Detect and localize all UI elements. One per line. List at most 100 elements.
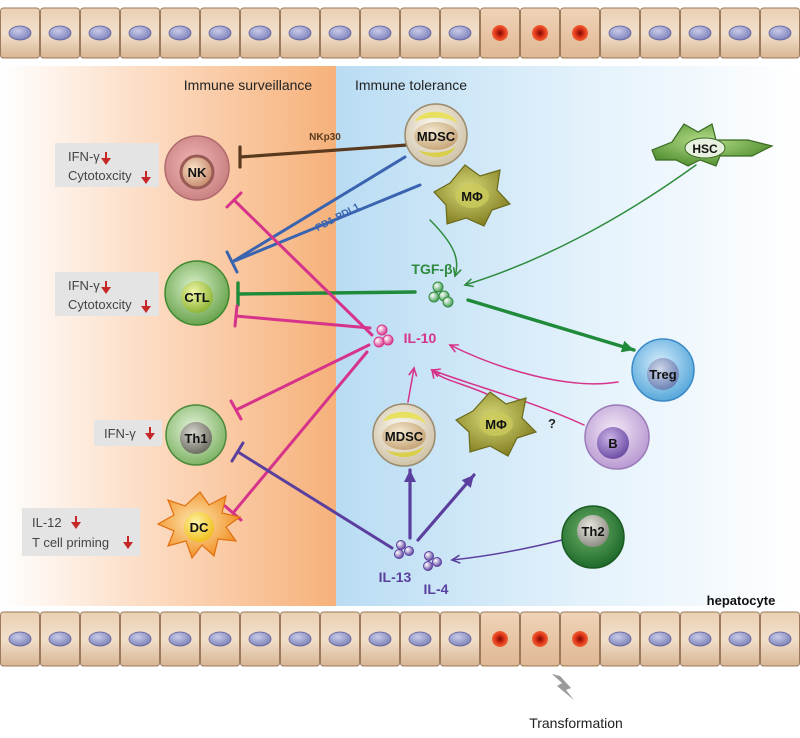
nk-cell: NK (164, 135, 230, 201)
tumor-nucleus (492, 631, 508, 647)
il4-bubbles (423, 551, 442, 571)
dc-label: DC (190, 520, 209, 535)
hepatocyte-nucleus (8, 631, 32, 647)
hepatocyte-nucleus (128, 25, 152, 41)
tumor-nucleus (572, 25, 588, 41)
il10-dc-line (231, 350, 369, 515)
ctl-label: CTL (184, 290, 209, 305)
down-arrow-icon (141, 300, 151, 313)
th2-il4-arrow (452, 539, 563, 560)
il13-th1-bar (230, 441, 245, 463)
il10-label: IL-10 (404, 330, 437, 346)
mdsc-il10-arrow (407, 368, 414, 403)
hepatocyte-nucleus (728, 25, 752, 41)
il10-bubbles (373, 324, 394, 348)
lightning-icon (552, 674, 574, 700)
tgfb-ctl-line (236, 290, 417, 296)
hepatocyte-nucleus (208, 25, 232, 41)
down-arrow-icon (101, 152, 111, 165)
pd1-pdl1-line-b (230, 183, 422, 264)
mdsc-cell-top: MDSC (404, 103, 468, 167)
hepatocyte-nucleus (328, 631, 352, 647)
tgfb-bubbles (428, 281, 454, 308)
down-arrow-icon (145, 427, 155, 440)
hepatocyte-nucleus (288, 631, 312, 647)
il10-nk-bar (225, 191, 243, 209)
hepatocyte-nucleus (168, 25, 192, 41)
treg-cell: Treg (631, 338, 695, 402)
il10-nk-line (232, 198, 374, 337)
treg-il10-arrow (450, 345, 619, 385)
macrophage-cell-top: MΦ (433, 164, 512, 227)
hepatocyte-nucleus (608, 25, 632, 41)
hepatocyte-row-top (0, 7, 800, 59)
dc-effect-box: IL-12 T cell priming (22, 508, 140, 556)
th1-cell: Th1 (165, 404, 227, 466)
down-arrow-icon (101, 281, 111, 294)
mac-il10-arrow (432, 370, 494, 398)
hepatocyte-nucleus (408, 25, 432, 41)
hsc-tgfb-arrow (465, 164, 697, 285)
th2-label: Th2 (581, 524, 604, 539)
ctl-effect-cytotox: Cytotoxcity (68, 297, 132, 312)
il10-th1-line (234, 343, 371, 412)
hepatocyte-nucleus (608, 631, 632, 647)
il13-th1-line (236, 450, 394, 550)
b-il10-arrow (432, 370, 585, 426)
il10-ctl-bar (233, 304, 239, 328)
down-arrow-icon (71, 516, 81, 529)
nkp30-label: NKp30 (309, 132, 341, 143)
hepatocyte-nucleus (448, 25, 472, 41)
dc-effect-il12: IL-12 (32, 515, 62, 530)
th1-label: Th1 (184, 431, 207, 446)
hepatocyte-nucleus (408, 631, 432, 647)
tgfb-label: TGF-β (411, 261, 453, 277)
th1-effect-ifn: IFN-γ (104, 426, 136, 441)
macrophage-cell-mid: MΦ (454, 391, 538, 457)
nk-label: NK (188, 165, 207, 180)
hepatocyte-nucleus (208, 631, 232, 647)
ctl-effect-ifn: IFN-γ (68, 278, 100, 293)
dc-effect-priming: T cell priming (32, 535, 109, 550)
hepatocyte-nucleus (128, 631, 152, 647)
ctl-cell: CTL (164, 260, 230, 326)
hepatocyte-nucleus (48, 25, 72, 41)
nk-effect-box: IFN-γ Cytotoxcity (55, 143, 159, 187)
il10-th1-bar (229, 399, 243, 421)
down-arrow-icon (123, 536, 133, 549)
hepatocyte-nucleus (688, 25, 712, 41)
hsc-label: HSC (692, 142, 718, 156)
hepatocyte-nucleus (88, 25, 112, 41)
mac-tgfb-arrow (429, 219, 457, 276)
hepatocyte-nucleus (768, 631, 792, 647)
nkp30-inhibition-line (238, 143, 409, 159)
hepatocyte-nucleus (8, 25, 32, 41)
pd1-pdl1-bar (225, 250, 239, 274)
hepatocyte-label: hepatocyte (707, 593, 776, 608)
transformation-label: Transformation (529, 715, 623, 731)
hepatocyte-nucleus (88, 631, 112, 647)
hepatocyte-nucleus (248, 25, 272, 41)
b-cell: B (584, 404, 650, 470)
tumor-nucleus (532, 631, 548, 647)
nk-effect-cytotox: Cytotoxcity (68, 168, 132, 183)
th2-cell: Th2 (561, 505, 625, 569)
ctl-effect-box: IFN-γ Cytotoxcity (55, 272, 159, 316)
hepatocyte-nucleus (368, 631, 392, 647)
hepatocyte-nucleus (648, 631, 672, 647)
mdsc-mid-label: MDSC (385, 429, 424, 444)
hsc-cell: HSC (651, 123, 774, 167)
mdsc-top-label: MDSC (417, 129, 456, 144)
hepatocyte-row-bottom (0, 611, 800, 667)
tumor-nucleus (532, 25, 548, 41)
tumor-nucleus (572, 631, 588, 647)
pd1-pdl1-line-a (230, 155, 407, 264)
hepatocyte-nucleus (368, 25, 392, 41)
th1-effect-box: IFN-γ (94, 420, 162, 446)
down-arrow-icon (141, 171, 151, 184)
hepatocyte-nucleus (728, 631, 752, 647)
hepatocyte-nucleus (448, 631, 472, 647)
hepatocyte-nucleus (248, 631, 272, 647)
tumor-nucleus (492, 25, 508, 41)
